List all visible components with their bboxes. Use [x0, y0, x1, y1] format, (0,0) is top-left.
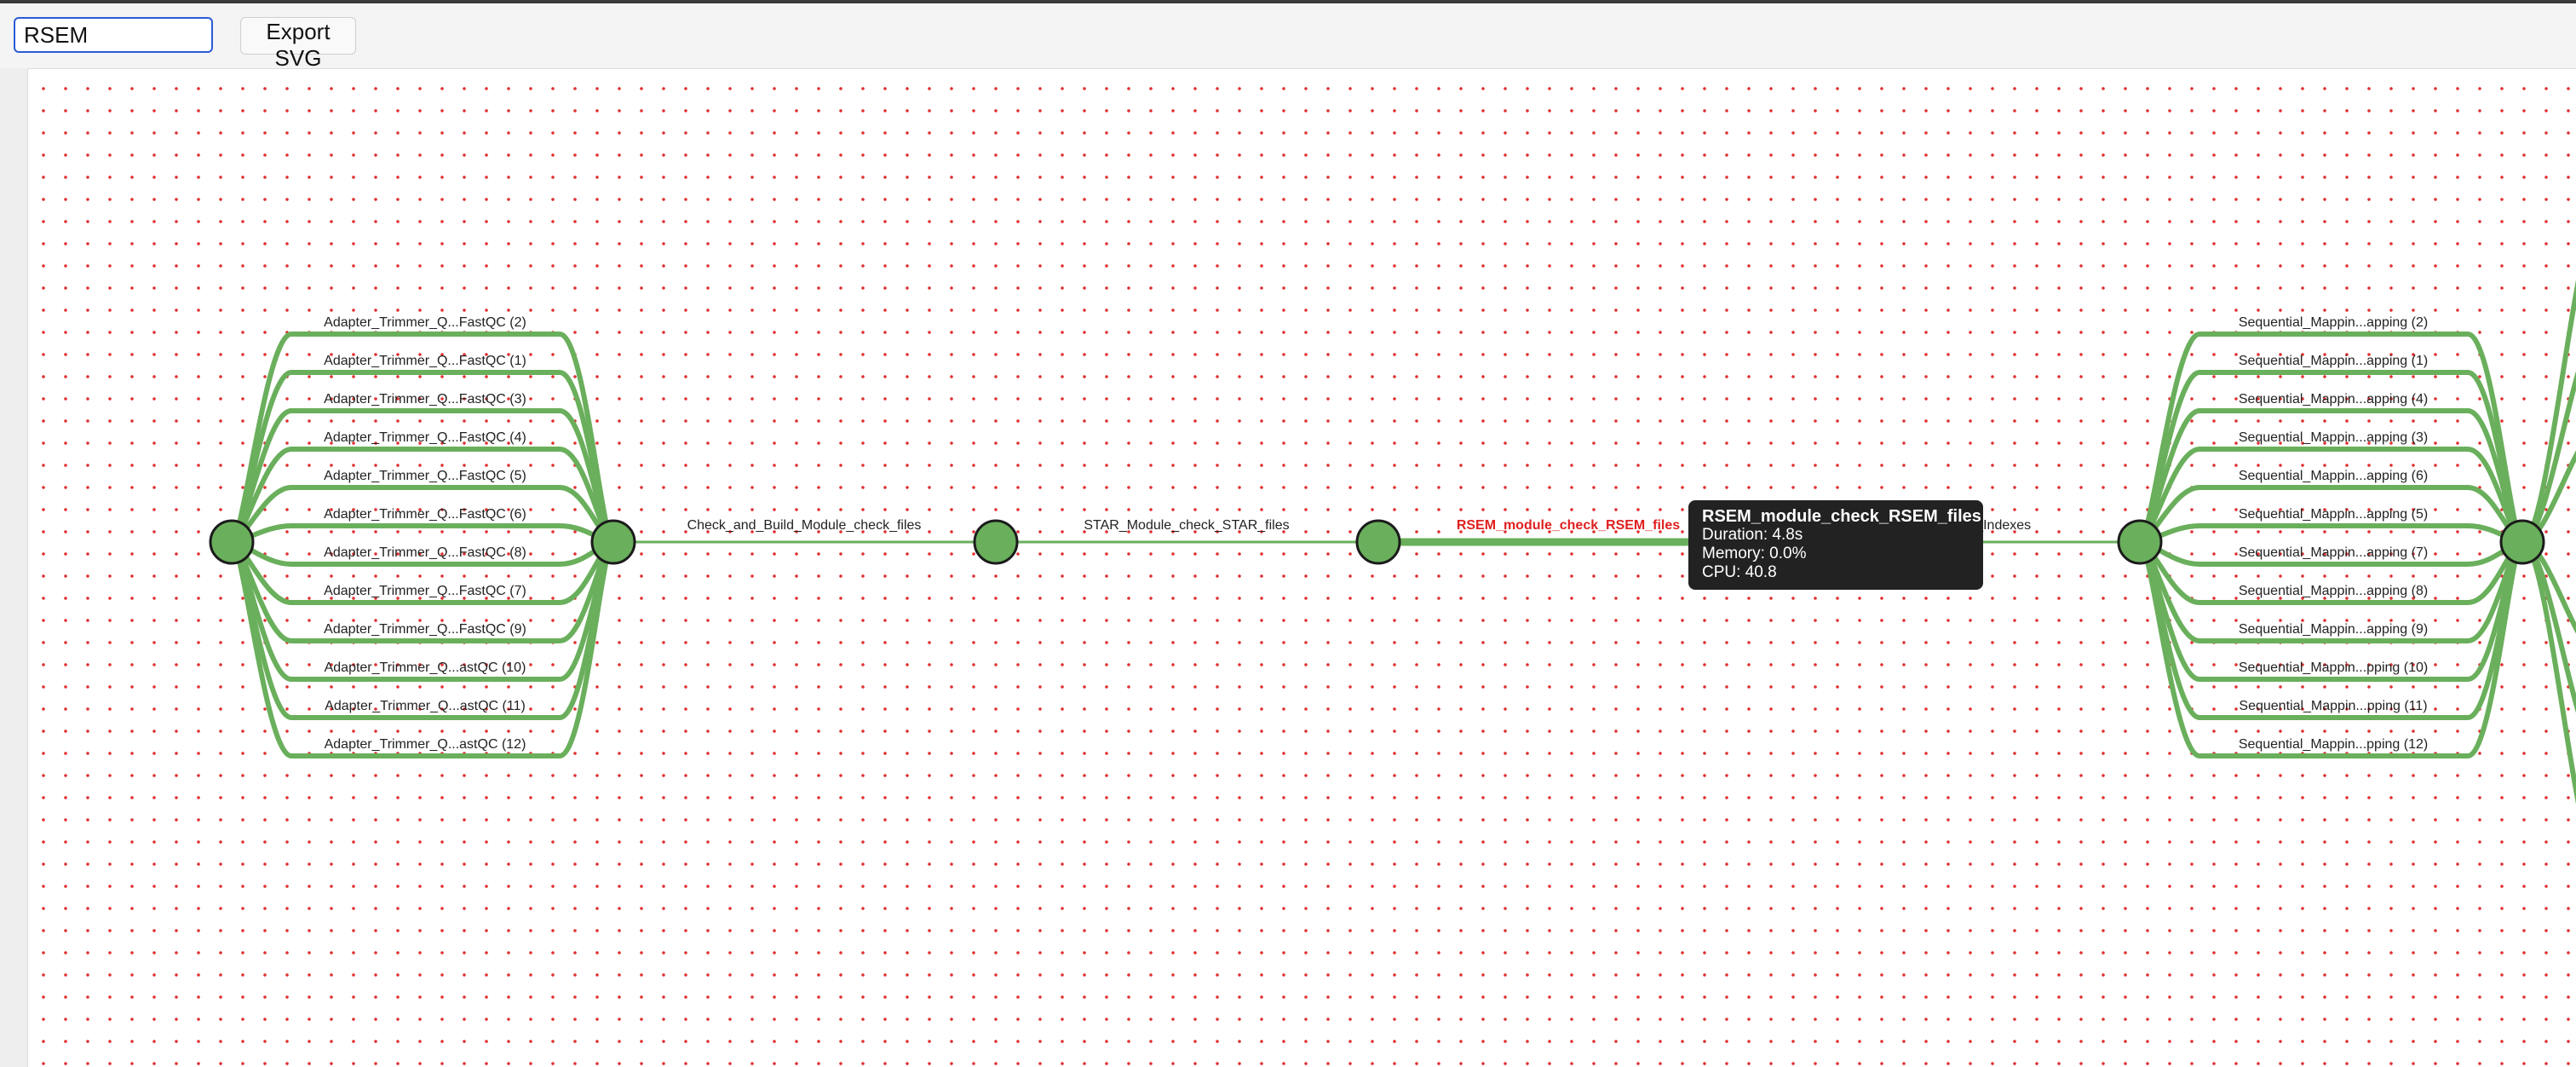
trimmer-edge-label: Adapter_Trimmer_Q...FastQC (1): [324, 354, 526, 368]
mapping-edge-label: Sequential_Mappin...apping (6): [2239, 469, 2428, 483]
trimmer-edge-label: Adapter_Trimmer_Q...FastQC (6): [324, 507, 526, 522]
mapping-edge-label: Sequential_Mappin...pping (12): [2239, 737, 2428, 752]
trimmer-edge[interactable]: [229, 539, 616, 758]
tooltip-duration: Duration: 4.8s: [1702, 526, 1803, 544]
trimmer-edge-label: Adapter_Trimmer_Q...FastQC (8): [324, 545, 526, 560]
left-gutter: [0, 68, 28, 1067]
tooltip-memory: Memory: 0.0%: [1702, 545, 1807, 562]
process-node[interactable]: [2499, 519, 2545, 565]
chain-edge-label: Check_and_Build_Module_check_files: [687, 518, 922, 533]
export-svg-button[interactable]: Export SVG: [240, 17, 356, 71]
process-node[interactable]: [973, 519, 1019, 565]
trimmer-edge-label: Adapter_Trimmer_Q...astQC (11): [325, 699, 526, 713]
mapping-edge-label: Sequential_Mappin...apping (7): [2239, 545, 2428, 560]
process-node[interactable]: [1355, 519, 1401, 565]
mapping-edge-label: Sequential_Mappin...apping (3): [2239, 430, 2428, 445]
trimmer-edge[interactable]: [229, 408, 616, 545]
trimmer-edge-label: Adapter_Trimmer_Q...astQC (12): [325, 737, 526, 752]
process-node[interactable]: [2117, 519, 2163, 565]
graph-canvas[interactable]: Adapter_Trimmer_Q...FastQC (2) Adapter_Tr…: [28, 69, 2576, 1067]
edge-tooltip: RSEM_module_check_RSEM_files Duration: 4…: [1688, 500, 1983, 590]
workflow-graph[interactable]: Adapter_Trimmer_Q...FastQC (2) Adapter_Tr…: [28, 69, 2576, 1067]
mapping-edge-label: Sequential_Mappin...apping (8): [2239, 584, 2428, 598]
trimmer-edge-label: Adapter_Trimmer_Q...FastQC (2): [324, 315, 526, 330]
mapping-edge[interactable]: [2137, 447, 2525, 545]
trimmer-edge-label: Adapter_Trimmer_Q...FastQC (4): [324, 430, 526, 445]
search-input[interactable]: [14, 17, 213, 53]
mapping-edge-label: Sequential_Mappin...pping (11): [2239, 699, 2427, 713]
trimmer-edge-label: Adapter_Trimmer_Q...FastQC (7): [324, 584, 526, 598]
mapping-edge-label: Sequential_Mappin...apping (1): [2239, 354, 2428, 368]
chain-edge-label: STAR_Module_check_STAR_files: [1084, 518, 1289, 533]
highlighted-edge-label: RSEM_module_check_RSEM_files: [1457, 518, 1680, 533]
process-node[interactable]: [209, 519, 255, 565]
mapping-edge-label: Sequential_Mappin...apping (4): [2239, 392, 2428, 407]
trimmer-edge-label: Adapter_Trimmer_Q...astQC (10): [325, 660, 526, 675]
process-node[interactable]: [590, 519, 636, 565]
tooltip-title: RSEM_module_check_RSEM_files: [1702, 507, 1981, 526]
mapping-edge[interactable]: [2137, 408, 2525, 545]
mapping-edge[interactable]: [2137, 523, 2525, 545]
trimmer-edge[interactable]: [229, 447, 616, 545]
mapping-edge[interactable]: [2137, 539, 2525, 758]
trimmer-edge-label: Adapter_Trimmer_Q...FastQC (9): [324, 622, 526, 637]
trimmer-edge-label: Adapter_Trimmer_Q...FastQC (5): [324, 469, 526, 483]
window-top-border: [0, 0, 2576, 3]
tooltip-cpu: CPU: 40.8: [1702, 563, 1777, 581]
mapping-edge-label: Sequential_Mappin...apping (2): [2239, 315, 2428, 330]
mapping-edge-label: Sequential_Mappin...pping (10): [2239, 660, 2428, 675]
trimmer-edge[interactable]: [229, 523, 616, 545]
toolbar: Export SVG: [0, 3, 2576, 71]
trimmer-edge-label: Adapter_Trimmer_Q...FastQC (3): [324, 392, 526, 407]
mapping-edge-label: Sequential_Mappin...apping (9): [2239, 622, 2428, 637]
mapping-edge-label: Sequential_Mappin...apping (5): [2239, 507, 2428, 522]
